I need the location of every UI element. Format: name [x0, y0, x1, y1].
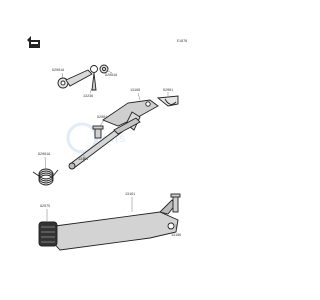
spring-clip [156, 95, 179, 107]
part-label: 92075 [40, 205, 50, 209]
part-label: 92081A [52, 69, 65, 73]
part-label: 92081 [163, 89, 173, 93]
part-labels: 92081A 13236 92081A 13169 92081 92081 92… [38, 69, 181, 238]
bolt [92, 125, 104, 139]
part-label: 13166 [171, 234, 181, 238]
part-label: 13161 [78, 158, 88, 162]
leader-lines [44, 69, 177, 231]
pedal-rubber [38, 221, 58, 247]
part-label: 13161 [125, 193, 135, 197]
upper-link-rod [57, 64, 109, 91]
part-label: 13236 [83, 95, 93, 99]
front-arrow-icon [27, 36, 40, 48]
shift-pedal [39, 199, 179, 251]
parts-diagram-page: PARTS E1876 [27, 36, 188, 251]
exploded-parts-diagram: PARTS E1876 [27, 36, 187, 251]
part-label: 13169 [130, 89, 140, 93]
part-label: 92081 [97, 116, 107, 120]
part-label: 92081A [105, 74, 118, 78]
page-code: E1876 [177, 40, 187, 44]
return-spring [32, 168, 59, 186]
shift-shaft [68, 117, 141, 170]
pivot-bolt [170, 193, 181, 213]
part-label: 92081A [38, 153, 51, 157]
